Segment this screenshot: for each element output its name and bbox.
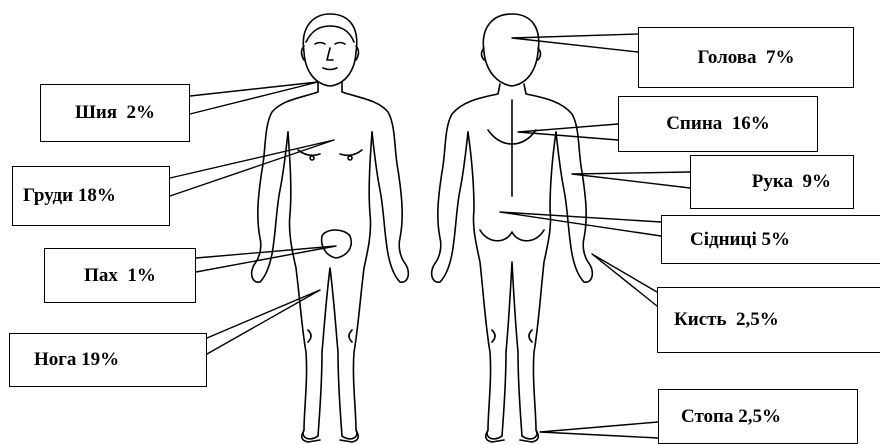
leader-chest	[170, 140, 334, 196]
front-nose	[327, 48, 333, 60]
front-right-torso	[342, 132, 372, 439]
back-buttocks	[480, 230, 544, 241]
label-chest: Груди 18%	[12, 166, 170, 226]
back-body-figure	[432, 14, 593, 442]
front-nipples	[310, 156, 352, 160]
label-buttocks: Сідниці 5%	[661, 215, 880, 264]
leader-foot	[540, 422, 658, 438]
leader-buttock	[500, 212, 661, 236]
front-body-figure	[252, 14, 409, 442]
front-knees	[308, 330, 352, 342]
label-neck: Шия 2%	[40, 84, 190, 142]
label-arm: Рука 9%	[690, 155, 854, 209]
back-right-torso	[522, 132, 556, 439]
back-right-side	[524, 84, 592, 282]
back-left-torso	[468, 132, 502, 439]
front-hair	[306, 26, 354, 42]
front-inner-legs	[318, 268, 342, 436]
leader-arm	[572, 172, 690, 188]
leader-hand	[592, 254, 657, 306]
front-mouth	[323, 68, 337, 70]
label-back: Спина 16%	[618, 96, 818, 152]
front-chest	[298, 150, 362, 155]
label-foot: Стопа 2,5%	[658, 389, 858, 444]
leader-groin	[196, 246, 336, 272]
label-head: Голова 7%	[638, 27, 854, 88]
back-inner-legs	[502, 262, 522, 436]
back-ears	[482, 48, 541, 60]
back-left-side	[432, 84, 500, 282]
front-right-side	[342, 82, 408, 282]
label-leg: Нога 19%	[9, 333, 207, 387]
label-groin: Пах 1%	[44, 248, 196, 303]
front-groin	[322, 230, 352, 258]
front-feet	[302, 430, 359, 442]
label-hand: Кисть 2,5%	[657, 287, 880, 353]
leader-back	[518, 124, 618, 140]
leader-lines	[170, 34, 690, 438]
leader-head	[512, 34, 638, 52]
front-eyes	[315, 43, 345, 45]
leader-leg	[207, 290, 320, 354]
back-head	[483, 14, 538, 86]
front-left-torso	[288, 132, 318, 439]
back-feet	[486, 430, 539, 442]
back-knees	[492, 330, 532, 342]
